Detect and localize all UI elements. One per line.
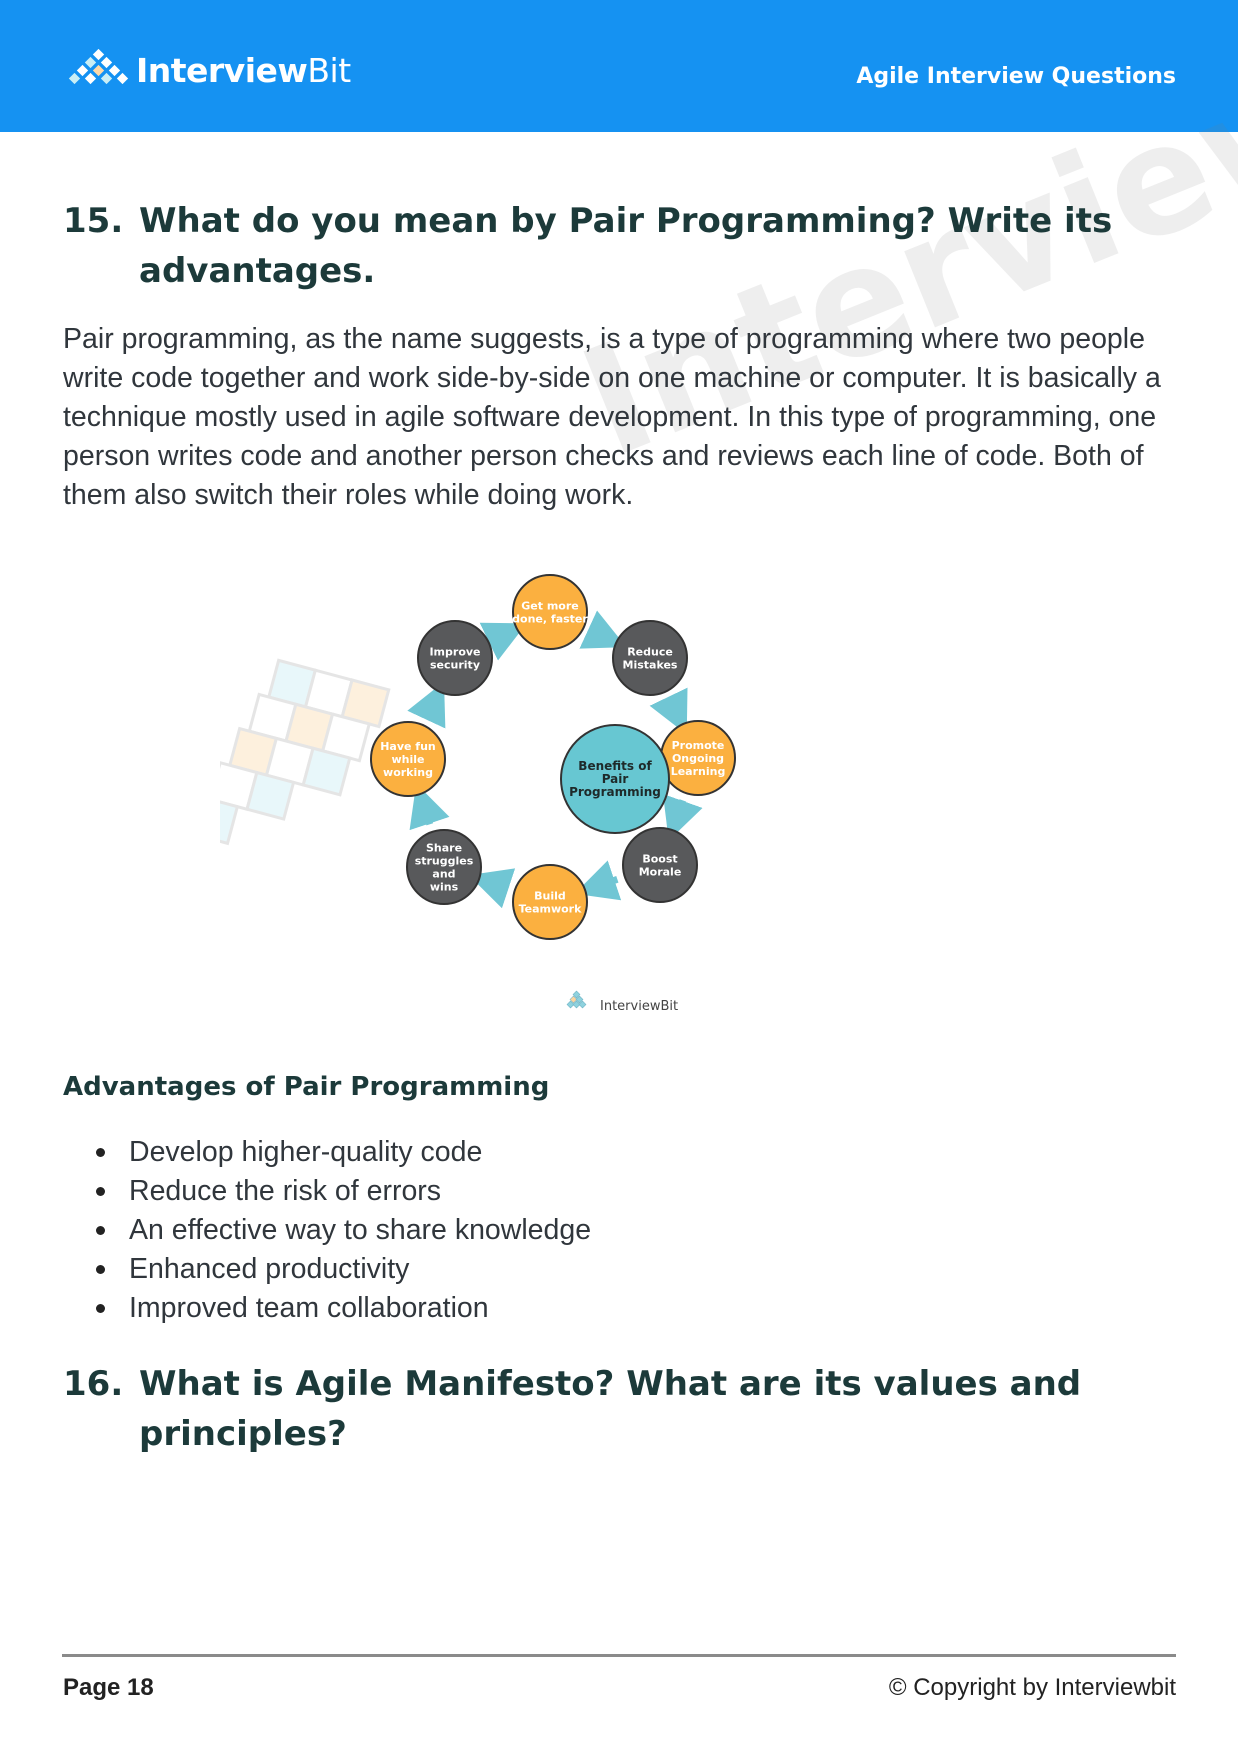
- benefit-node-label: Improve: [429, 646, 480, 659]
- question-title: What do you mean by Pair Programming? Wr…: [139, 201, 1113, 291]
- benefit-node-label: while: [392, 753, 425, 766]
- advantage-text: Develop higher-quality code: [129, 1136, 483, 1168]
- logo-text-bold: Interview: [136, 50, 308, 90]
- advantage-text: Reduce the risk of errors: [129, 1175, 442, 1207]
- advantage-item: Enhanced productivity: [63, 1250, 591, 1289]
- benefit-node-label: working: [383, 766, 433, 779]
- logo-text: InterviewBit: [136, 51, 351, 90]
- benefit-node-label: Morale: [639, 866, 682, 879]
- benefit-node-label: Learning: [671, 765, 726, 778]
- advantages-heading: Advantages of Pair Programming: [63, 1072, 550, 1102]
- flow-arrow-icon: [574, 860, 622, 901]
- question-number: 15.: [63, 201, 124, 241]
- diagram-brand: InterviewBit: [566, 990, 678, 1014]
- benefit-node-label: Teamwork: [519, 903, 583, 916]
- benefit-node-label: security: [430, 659, 480, 672]
- diagram-arrows: [407, 610, 703, 909]
- benefit-node-label: Reduce: [627, 646, 673, 659]
- flow-arrow-icon: [479, 622, 527, 661]
- interviewbit-logo[interactable]: InterviewBit: [64, 48, 351, 92]
- benefit-node-label: and: [432, 868, 455, 881]
- bullet-icon: [96, 1148, 105, 1157]
- page-number: Page 18: [63, 1674, 154, 1701]
- flow-arrow-icon: [662, 793, 703, 841]
- advantage-text: Enhanced productivity: [129, 1253, 410, 1285]
- benefit-node-label: Share: [426, 842, 462, 855]
- benefit-node-label: Promote: [672, 739, 725, 752]
- bullet-icon: [96, 1187, 105, 1196]
- question-number: 16.: [63, 1364, 124, 1404]
- question-16-heading: 16. What is Agile Manifesto? What are it…: [63, 1359, 1183, 1459]
- diagram-watermark-grid: [220, 658, 391, 846]
- advantage-text: An effective way to share knowledge: [129, 1214, 592, 1246]
- benefit-node-label: struggles: [415, 855, 474, 868]
- logo-text-light: Bit: [307, 50, 351, 90]
- flow-arrow-icon: [649, 687, 688, 735]
- benefit-node-label: Ongoing: [672, 752, 724, 765]
- page-header: InterviewBit Agile Interview Questions: [0, 0, 1238, 132]
- diagram-brand-text: InterviewBit: [600, 999, 678, 1014]
- flow-arrow-icon: [409, 783, 450, 831]
- bullet-icon: [96, 1304, 105, 1313]
- flow-arrow-icon: [407, 681, 446, 729]
- question-15-heading: 15. What do you mean by Pair Programming…: [63, 196, 1183, 296]
- benefit-node-label: wins: [430, 881, 459, 894]
- flow-arrow-icon: [579, 610, 627, 649]
- copyright-notice: © Copyright by Interviewbit: [888, 1674, 1176, 1701]
- benefit-node-label: done, faster: [512, 613, 588, 626]
- center-node-label: Pair: [602, 772, 629, 786]
- benefit-node-label: Mistakes: [623, 659, 678, 672]
- interviewbit-logo-icon: [67, 48, 130, 86]
- question-title: What is Agile Manifesto? What are its va…: [139, 1364, 1082, 1454]
- benefit-node-label: Get more: [521, 600, 578, 613]
- advantage-item: An effective way to share knowledge: [63, 1211, 591, 1250]
- document-title: Agile Interview Questions: [856, 64, 1176, 89]
- bullet-icon: [96, 1226, 105, 1235]
- center-node-label: Benefits of: [578, 759, 652, 773]
- center-node-label: Programming: [569, 785, 661, 799]
- advantage-item: Improved team collaboration: [63, 1289, 591, 1328]
- advantage-text: Improved team collaboration: [129, 1292, 489, 1324]
- benefit-node-label: Build: [534, 890, 566, 903]
- advantage-item: Develop higher-quality code: [63, 1133, 591, 1172]
- benefit-node-label: Have fun: [380, 740, 436, 753]
- pair-programming-paragraph: Pair programming, as the name suggests, …: [63, 323, 1161, 511]
- footer-divider: [62, 1654, 1176, 1657]
- bullet-icon: [96, 1265, 105, 1274]
- advantage-item: Reduce the risk of errors: [63, 1172, 591, 1211]
- flow-arrow-icon: [468, 868, 516, 909]
- benefit-node-label: Boost: [642, 853, 677, 866]
